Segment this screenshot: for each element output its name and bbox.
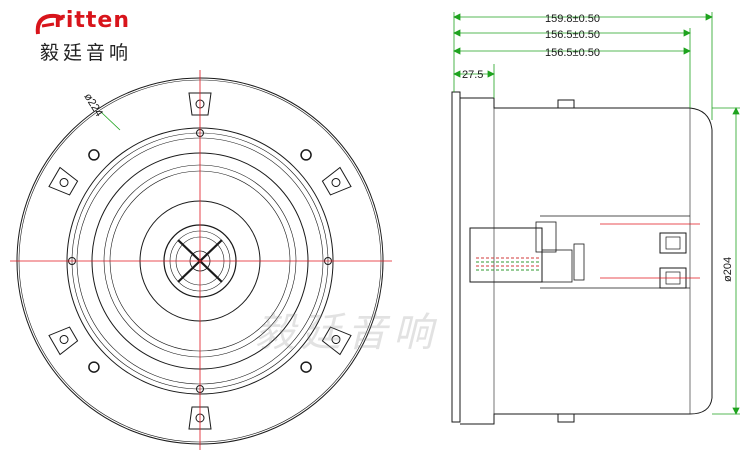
clamp-tab-3 <box>321 326 352 356</box>
dim-overall-label: 159.8±0.50 <box>545 13 600 25</box>
clamp-tab-2 <box>321 166 352 196</box>
logo-swoosh-icon <box>35 13 64 35</box>
bottom-clip <box>557 413 575 423</box>
brand-logo: ritten 毅廷音响 <box>34 8 154 64</box>
clamp-tab-5 <box>48 326 79 356</box>
screw-hole-2 <box>300 361 312 373</box>
watermark-text: 毅廷音响 <box>255 310 439 356</box>
screw-hole-1 <box>300 149 312 161</box>
dim-body-2-label: 156.5±0.50 <box>545 47 600 59</box>
dim-body-1-label: 156.5±0.50 <box>545 29 600 41</box>
screw-hole-3 <box>88 361 100 373</box>
wires <box>476 257 540 271</box>
screw-hole-4 <box>88 149 100 161</box>
front-diameter-label: ø224 <box>81 91 104 119</box>
terminal-post-top <box>659 232 687 254</box>
logo-chinese-name: 毅廷音响 <box>40 42 133 64</box>
flange <box>451 91 461 423</box>
dim-height-label: ø204 <box>722 257 734 282</box>
diameter-leader <box>100 111 121 131</box>
terminal-housing <box>469 227 543 283</box>
front-centerlines <box>10 70 392 450</box>
dimension-lines <box>453 12 740 415</box>
side-centerlines <box>600 223 700 279</box>
speaker-body <box>460 97 713 425</box>
logo-wordmark: ritten <box>54 8 131 33</box>
dim-flange-label: 27.5 <box>462 69 483 81</box>
top-clip <box>557 99 575 109</box>
clamp-tab-6 <box>48 166 79 196</box>
